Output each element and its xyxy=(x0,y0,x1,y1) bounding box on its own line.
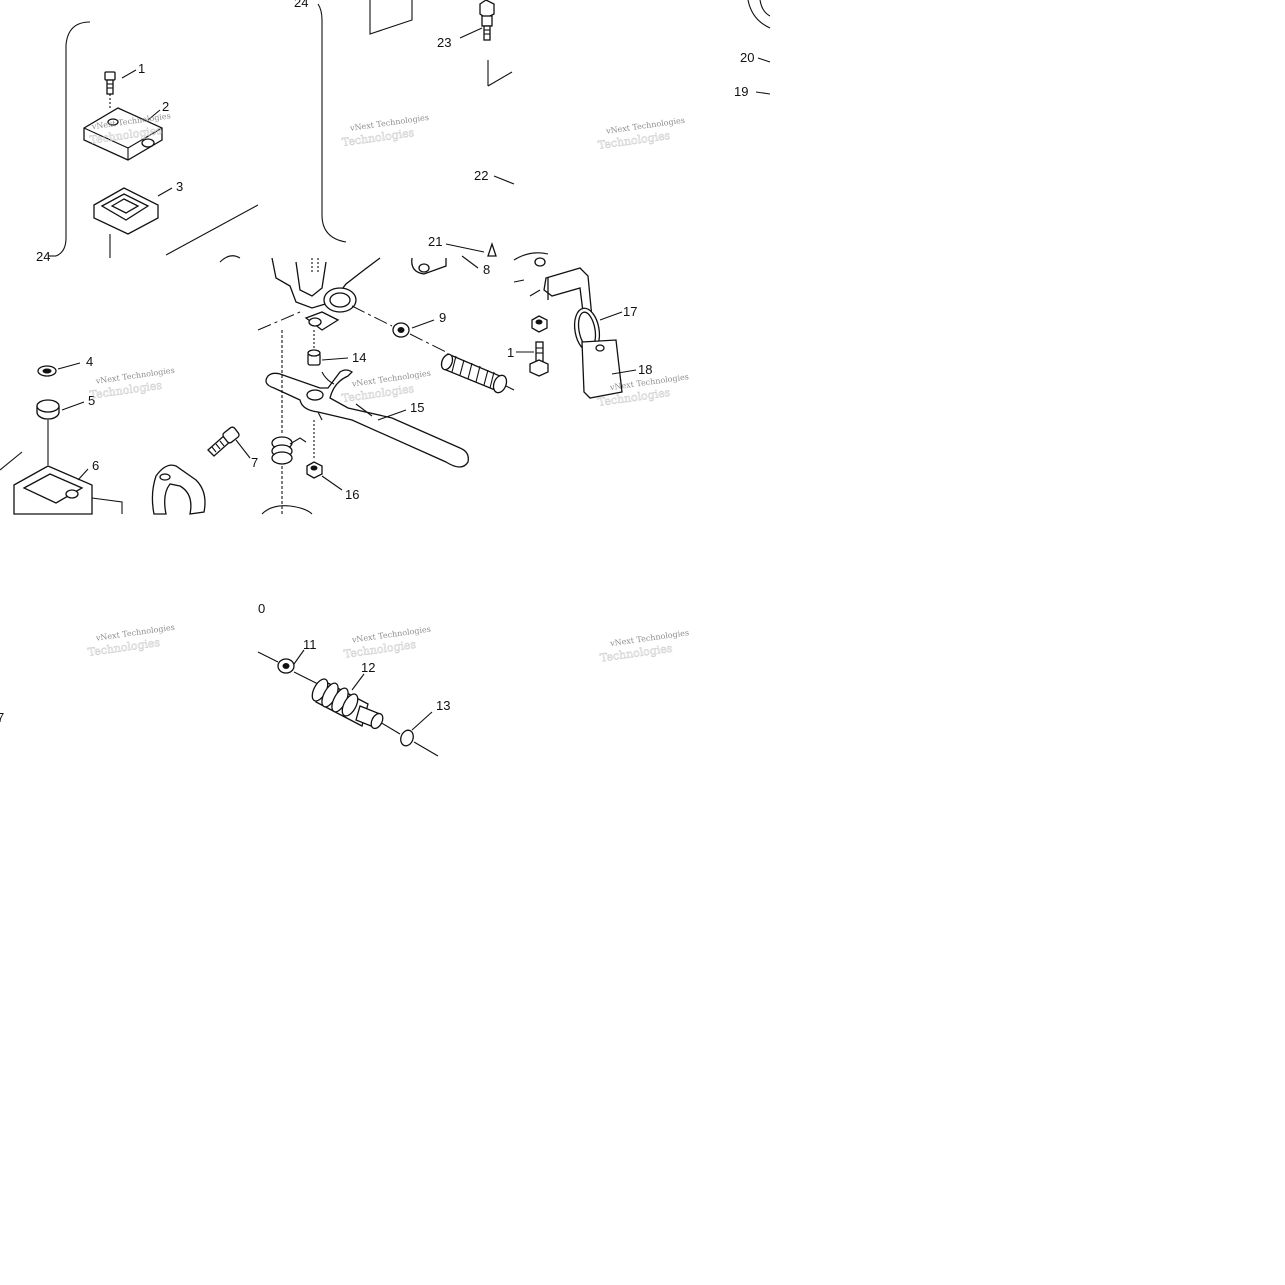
part-3-diaphragm xyxy=(93,187,159,258)
callout-17: 17 xyxy=(623,304,637,319)
callout-22: 22 xyxy=(474,168,488,183)
callout-5: 5 xyxy=(88,393,95,408)
callout-8: 8 xyxy=(483,262,490,277)
callout-4: 4 xyxy=(86,354,93,369)
lower-axis xyxy=(257,651,439,757)
callout-23: 23 xyxy=(437,35,451,50)
part-12-piston xyxy=(311,678,384,730)
clamp-bracket xyxy=(151,464,206,515)
part-18-tag xyxy=(581,339,623,399)
callout-0: 0 xyxy=(258,601,265,616)
callout-20: 20 xyxy=(740,50,754,65)
leader-lines xyxy=(48,27,771,731)
bracket-lines xyxy=(0,0,771,471)
callout-13: 13 xyxy=(436,698,450,713)
callout-3: 3 xyxy=(176,179,183,194)
callout-9: 9 xyxy=(439,310,446,325)
part-11-washer xyxy=(277,658,295,674)
part-5-bushing xyxy=(36,399,60,465)
callout-24-left: 24 xyxy=(36,249,50,264)
callout-7-edge: 7 xyxy=(0,710,4,725)
part-13-oring xyxy=(400,729,414,747)
callout-12: 12 xyxy=(361,660,375,675)
callout-1-mid: 1 xyxy=(507,345,514,360)
part-6-master-cylinder xyxy=(13,465,123,515)
part-7-screw xyxy=(207,426,240,457)
callout-14: 14 xyxy=(352,350,366,365)
part-10-spring xyxy=(440,353,515,394)
callout-18: 18 xyxy=(638,362,652,377)
callout-6: 6 xyxy=(92,458,99,473)
callout-7: 7 xyxy=(251,455,258,470)
callout-16: 16 xyxy=(345,487,359,502)
bolt-near-17 xyxy=(529,341,549,377)
callout-1: 1 xyxy=(138,61,145,76)
arc-bottom xyxy=(261,505,313,515)
part-8-line xyxy=(461,255,479,269)
part-16-nut xyxy=(306,420,323,479)
part-23-bolt xyxy=(479,0,495,41)
callout-15: 15 xyxy=(410,400,424,415)
housing-body xyxy=(219,255,447,331)
part-1-screw xyxy=(104,71,116,108)
callout-2: 2 xyxy=(162,99,169,114)
spring-coil xyxy=(271,330,307,514)
part-2-cover xyxy=(83,107,163,161)
part-9-washer xyxy=(351,305,447,353)
part-21-fitting xyxy=(487,241,497,257)
nut-near-17 xyxy=(531,315,548,333)
part-14-bushing xyxy=(307,330,321,366)
callout-21: 21 xyxy=(428,234,442,249)
part-15-lever xyxy=(265,369,469,468)
callout-19: 19 xyxy=(734,84,748,99)
part-4-washer xyxy=(37,365,57,377)
callout-11: 11 xyxy=(303,637,317,652)
callout-24-top: 24 xyxy=(294,0,308,10)
callout-labels: 1 2 3 4 5 6 7 8 9 11 12 13 14 15 16 17 1… xyxy=(0,0,754,725)
